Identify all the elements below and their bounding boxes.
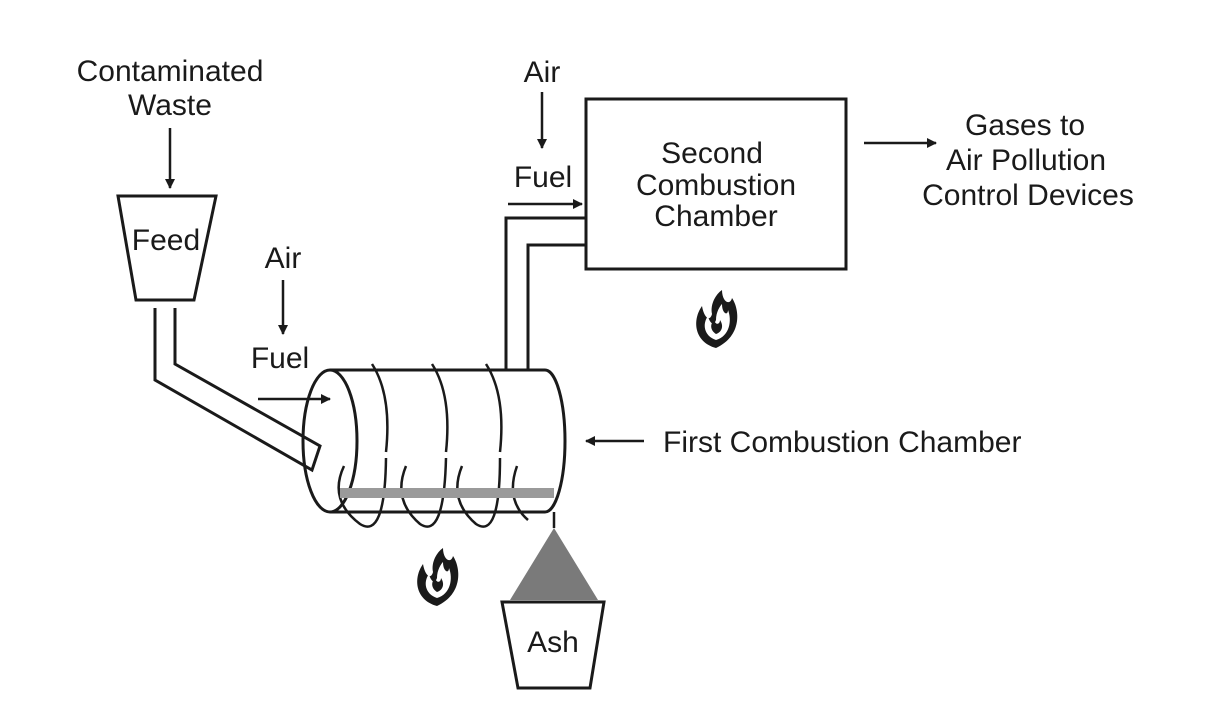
feed-label: Feed xyxy=(132,224,200,257)
second-chamber-label-line2: Combustion xyxy=(636,169,796,202)
ash-layer xyxy=(340,488,554,498)
gases-label-line3: Control Devices xyxy=(922,179,1134,212)
fuel-label-second: Fuel xyxy=(514,161,572,194)
connecting-duct-inner xyxy=(526,243,586,370)
flame-icon xyxy=(696,290,738,348)
ash-pile xyxy=(510,528,598,600)
flame-icon xyxy=(417,548,459,606)
air-label-second: Air xyxy=(524,56,561,89)
ash-label: Ash xyxy=(527,626,579,659)
feed-chute xyxy=(153,308,322,473)
ash-bin xyxy=(500,600,606,690)
feed-hopper xyxy=(116,194,218,302)
contaminated-waste-label-line2: Waste xyxy=(128,89,212,122)
second-chamber-label-line1: Second xyxy=(661,137,763,170)
fuel-label-first: Fuel xyxy=(251,342,309,375)
first-combustion-chamber xyxy=(301,363,567,528)
second-combustion-chamber xyxy=(584,97,848,271)
air-label-first: Air xyxy=(265,242,302,275)
second-chamber-label-line3: Chamber xyxy=(654,200,777,233)
gases-label-line1: Gases to xyxy=(965,109,1085,142)
gases-label-line2: Air Pollution xyxy=(946,144,1106,177)
first-chamber-label: First Combustion Chamber xyxy=(663,426,1021,459)
contaminated-waste-label-line1: Contaminated xyxy=(77,55,264,88)
connecting-duct xyxy=(504,216,586,370)
